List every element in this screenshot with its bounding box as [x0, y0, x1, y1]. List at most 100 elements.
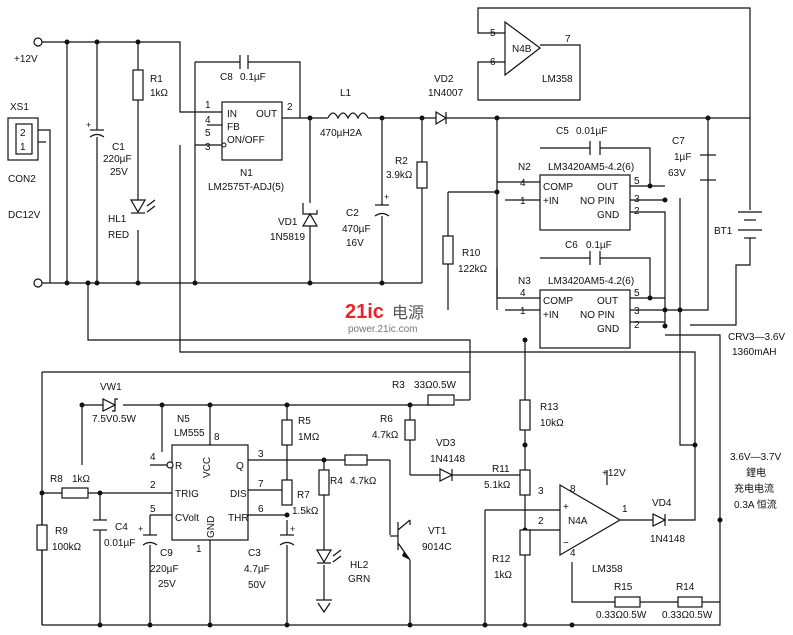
n4a-label: N4A	[568, 516, 588, 527]
n2-label: N2	[518, 162, 531, 173]
hl1-color: RED	[108, 230, 129, 241]
c1-value: 220µF	[103, 154, 132, 165]
r4-label: R4	[330, 476, 343, 487]
vd1-part: 1N5819	[270, 232, 305, 243]
n3-pin1: 1	[520, 306, 526, 317]
n2-part: LM3420AM5-4.2(6)	[548, 162, 634, 173]
r12-label: R12	[492, 554, 511, 565]
r14-label: R14	[676, 582, 695, 593]
c4-value: 0.01µF	[104, 538, 135, 549]
n1-pin-onoff: ON/OFF	[227, 135, 265, 146]
vd2-diode	[435, 110, 448, 126]
n3-pin-gnd: GND	[597, 324, 619, 335]
r11-resistor	[519, 469, 531, 496]
c9-voltage: 25V	[158, 579, 176, 590]
n2-pin5: 5	[634, 176, 640, 187]
vd3-diode	[439, 468, 454, 482]
n5-pin3: 3	[258, 449, 264, 460]
n5-pin-thr: THR	[228, 513, 249, 524]
wiring	[38, 7, 751, 626]
n3-pin-comp: COMP	[543, 296, 573, 307]
battery-type: CRV3—3.6V	[728, 332, 785, 343]
c5-capacitor	[589, 141, 601, 155]
n4b-pin6: 6	[490, 57, 496, 68]
n2-pin3: 3	[634, 194, 640, 205]
r9-label: R9	[55, 526, 68, 537]
c3-value: 4.7µF	[244, 564, 270, 575]
r1-label: R1	[150, 74, 163, 85]
battery-capacity: 1360mAH	[732, 347, 776, 358]
svg-text:+: +	[384, 192, 389, 202]
watermark-url: power.21ic.com	[348, 324, 417, 335]
r1-value: 1kΩ	[150, 88, 169, 99]
hl1-led	[129, 199, 156, 214]
r3-value: 33Ω0.5W	[414, 380, 457, 391]
vd4-label: VD4	[652, 498, 672, 509]
n5-pin-q: Q	[236, 461, 244, 472]
n3-label: N3	[518, 276, 531, 287]
n2-pin2: 2	[634, 206, 640, 217]
r4-divider-resistor	[318, 469, 330, 496]
n2-pin1: 1	[520, 196, 526, 207]
r2-resistor	[416, 161, 428, 189]
vt1-label: VT1	[428, 526, 447, 537]
n1-pin4: 4	[205, 115, 211, 126]
c3-label: C3	[248, 548, 261, 559]
hl2-color: GRN	[348, 574, 370, 585]
n4a-pin8: 8	[570, 484, 576, 495]
n1-pin5: 5	[205, 128, 211, 139]
n5-pin-r: R	[175, 461, 182, 472]
n5-pin7: 7	[258, 479, 264, 490]
r8-resistor	[61, 487, 89, 499]
n5-pin6: 6	[258, 504, 264, 515]
r10-value: 122kΩ	[458, 264, 488, 275]
r11-value: 5.1kΩ	[484, 480, 511, 491]
r7-value: 1.5kΩ	[292, 506, 319, 517]
n5-pin2: 2	[150, 480, 156, 491]
watermark-title: 电源	[392, 304, 424, 322]
n3-pin2: 2	[634, 320, 640, 331]
vw1-label: VW1	[100, 382, 122, 393]
n2-pin-nopin: NO PIN	[580, 196, 614, 207]
l1-inductor	[327, 112, 369, 120]
n2-pin-gnd: GND	[597, 210, 619, 221]
hl2-led	[315, 549, 342, 564]
n5-pin4: 4	[150, 452, 156, 463]
n1-part: LM2575T-ADJ(5)	[208, 182, 284, 193]
n4b-label: N4B	[512, 44, 532, 55]
n1-pin-fb: FB	[227, 122, 240, 133]
n3-pin4: 4	[520, 288, 526, 299]
n1-pin-in: IN	[227, 109, 237, 120]
vd2-part: 1N4007	[428, 88, 463, 99]
note-charge-current: 充电电流	[734, 482, 774, 495]
r6-value: 4.7kΩ	[372, 430, 399, 441]
n1-pin3: 3	[205, 142, 211, 153]
vd3-label: VD3	[436, 438, 456, 449]
vd1-label: VD1	[278, 217, 298, 228]
n3-pin-out: OUT	[597, 296, 618, 307]
n2-ic	[539, 174, 631, 231]
c2-value: 470µF	[342, 224, 371, 235]
r3-resistor	[427, 394, 455, 406]
r10-label: R10	[462, 248, 481, 259]
xs1-pin1: 1	[20, 142, 26, 153]
c9-value: 220µF	[150, 564, 179, 575]
n5-pin-trig: TRIG	[175, 489, 199, 500]
r15-value: 0.33Ω0.5W	[596, 610, 647, 621]
svg-text:+: +	[138, 524, 143, 534]
vd1-diode	[301, 203, 319, 227]
r8-label: R8	[50, 474, 63, 485]
hl1-label: HL1	[108, 214, 127, 225]
c2-capacitor: +	[374, 192, 390, 217]
vd3-part: 1N4148	[430, 454, 465, 465]
l1-value: 470µH2A	[320, 128, 362, 139]
n4a-opamp	[559, 483, 622, 557]
r7-label: R7	[297, 490, 310, 501]
c7-capacitor	[700, 154, 716, 181]
dc12v-label: DC12V	[8, 210, 41, 221]
n4a-pin1: 1	[622, 504, 628, 515]
c3-capacitor: +	[279, 524, 295, 546]
svg-text:−: −	[563, 538, 569, 549]
n3-pin-nopin: NO PIN	[580, 310, 614, 321]
r12-value: 1kΩ	[494, 570, 513, 581]
